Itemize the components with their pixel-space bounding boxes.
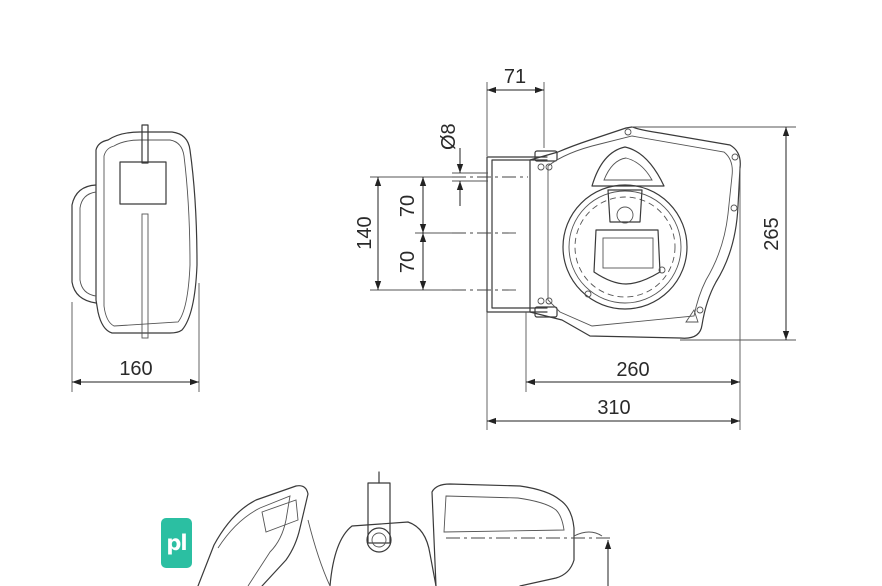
dim-label-hole-diameter: Ø8 — [438, 123, 460, 150]
side-view-label-plate — [119, 161, 167, 205]
dim-label-bracket-depth: 71 — [504, 66, 526, 88]
brand-logo: pl — [161, 518, 192, 568]
dim-label-housing-height: 265 — [761, 217, 783, 250]
bottom-view-mount-post — [367, 482, 391, 544]
side-view: 160 — [71, 124, 200, 392]
front-view: 71 Ø8 70 70 140 265 260 310 — [354, 66, 796, 430]
reel-housing — [529, 126, 741, 339]
reel-hub-plate — [593, 229, 661, 285]
reel-drum-outer — [562, 184, 688, 310]
bottom-view-left-part — [197, 485, 309, 586]
side-view-body — [95, 131, 198, 334]
dim-label-side-width: 160 — [119, 358, 152, 380]
dim-label-spacing-total: 140 — [354, 216, 376, 249]
mounting-screws — [537, 128, 739, 314]
dim-label-spacing-bottom: 70 — [397, 251, 419, 273]
dim-label-overall-width: 310 — [597, 397, 630, 419]
side-view-drum-cover — [71, 184, 97, 304]
dim-label-housing-width: 260 — [616, 359, 649, 381]
bottom-view — [197, 471, 612, 586]
wall-bracket — [486, 156, 548, 313]
dim-label-spacing-top: 70 — [397, 195, 419, 217]
bottom-view-right-part — [431, 483, 575, 586]
carry-handle — [591, 146, 665, 187]
